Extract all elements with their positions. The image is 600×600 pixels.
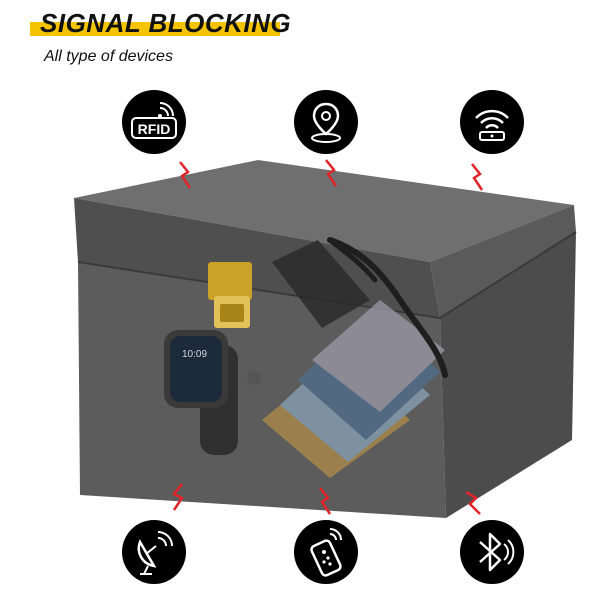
remote-control-icon [294, 520, 358, 584]
title-highlight-stripe [30, 22, 280, 36]
watch-time: 10:09 [182, 349, 207, 360]
box-lid-side [430, 205, 576, 318]
rope-handle [327, 237, 448, 378]
gold-clasp [208, 262, 252, 328]
bluetooth-icon [460, 520, 524, 584]
smart-watch [164, 330, 261, 455]
header: SIGNAL BLOCKING All type of devices [0, 0, 600, 80]
page-subtitle: All type of devices [44, 48, 173, 65]
lightning-bolt-icon [316, 486, 334, 516]
lightning-bolt-icon [170, 482, 188, 512]
title-banner: SIGNAL BLOCKING [30, 8, 291, 38]
phone [272, 240, 370, 328]
rfid-icon: RFID [122, 90, 186, 154]
satellite-dish-icon [122, 520, 186, 584]
svg-text:RFID: RFID [138, 121, 171, 137]
box-side [440, 232, 576, 518]
lightning-bolt-icon [322, 158, 340, 188]
box-lid-top [74, 160, 574, 262]
credit-cards [262, 300, 445, 478]
lightning-bolt-icon [464, 488, 482, 518]
wifi-router-icon [460, 90, 524, 154]
lightning-bolt-icon [468, 162, 486, 192]
location-pin-icon [294, 90, 358, 154]
card [312, 300, 445, 412]
lightning-bolt-icon [176, 160, 194, 190]
page-title: SIGNAL BLOCKING [40, 8, 292, 38]
